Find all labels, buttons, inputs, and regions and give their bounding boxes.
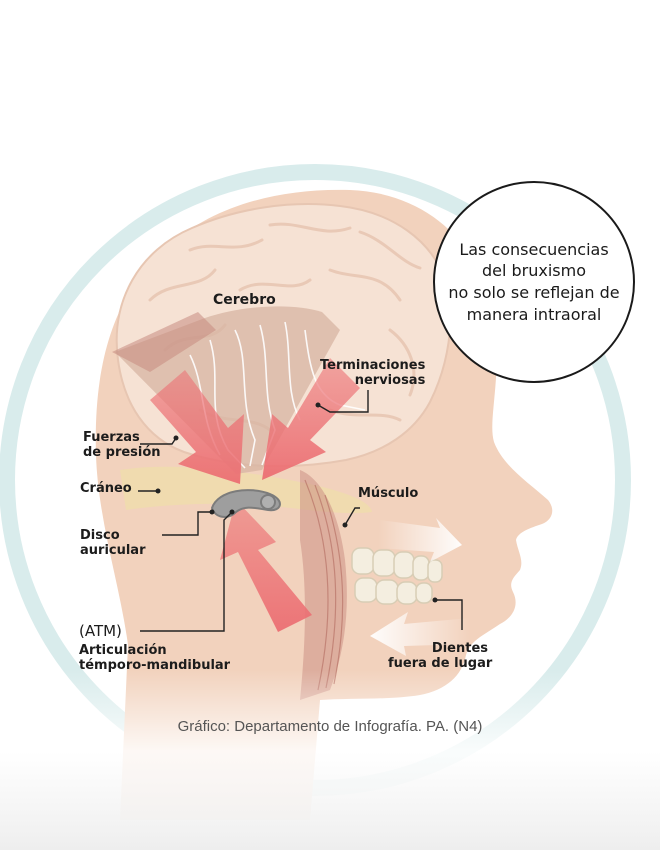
label-dientes-line1: Dientes [388,642,488,657]
callout-line-2: del bruxismo [448,260,619,282]
label-dientes: Dientes fuera de lugar [388,642,488,671]
callout-text: Las consecuencias del bruxismo no solo s… [448,239,619,325]
graphic-credit: Gráfico: Departamento de Infografía. PA.… [0,718,660,735]
label-craneo: Cráneo [80,482,132,497]
label-disco: Disco auricular [80,529,146,558]
callout-line-1: Las consecuencias [448,239,619,261]
label-disco-line2: auricular [80,544,146,559]
label-articulacion-line1: Articulación [79,644,230,659]
label-atm: (ATM) [79,623,122,640]
label-articulacion-line2: témporo-mandibular [79,659,230,674]
label-fuerzas-line1: Fuerzas [83,431,161,446]
label-disco-line1: Disco [80,529,146,544]
label-terminaciones-line1: Terminaciones [320,359,425,374]
label-fuerzas-line2: de presión [83,446,161,461]
joint-condyle [261,495,275,509]
label-terminaciones: Terminaciones nerviosas [320,359,425,388]
bottom-fade [0,670,660,850]
label-terminaciones-line2: nerviosas [320,374,425,389]
label-musculo: Músculo [358,487,418,502]
label-articulacion: Articulación témporo-mandibular [79,644,230,673]
label-cerebro: Cerebro [213,293,276,309]
callout-line-3: no solo se reflejan de [448,282,619,304]
label-dientes-line2: fuera de lugar [388,657,488,672]
label-fuerzas: Fuerzas de presión [83,431,161,460]
callout-line-4: manera intraoral [448,304,619,326]
callout-bubble: Las consecuencias del bruxismo no solo s… [433,181,635,383]
